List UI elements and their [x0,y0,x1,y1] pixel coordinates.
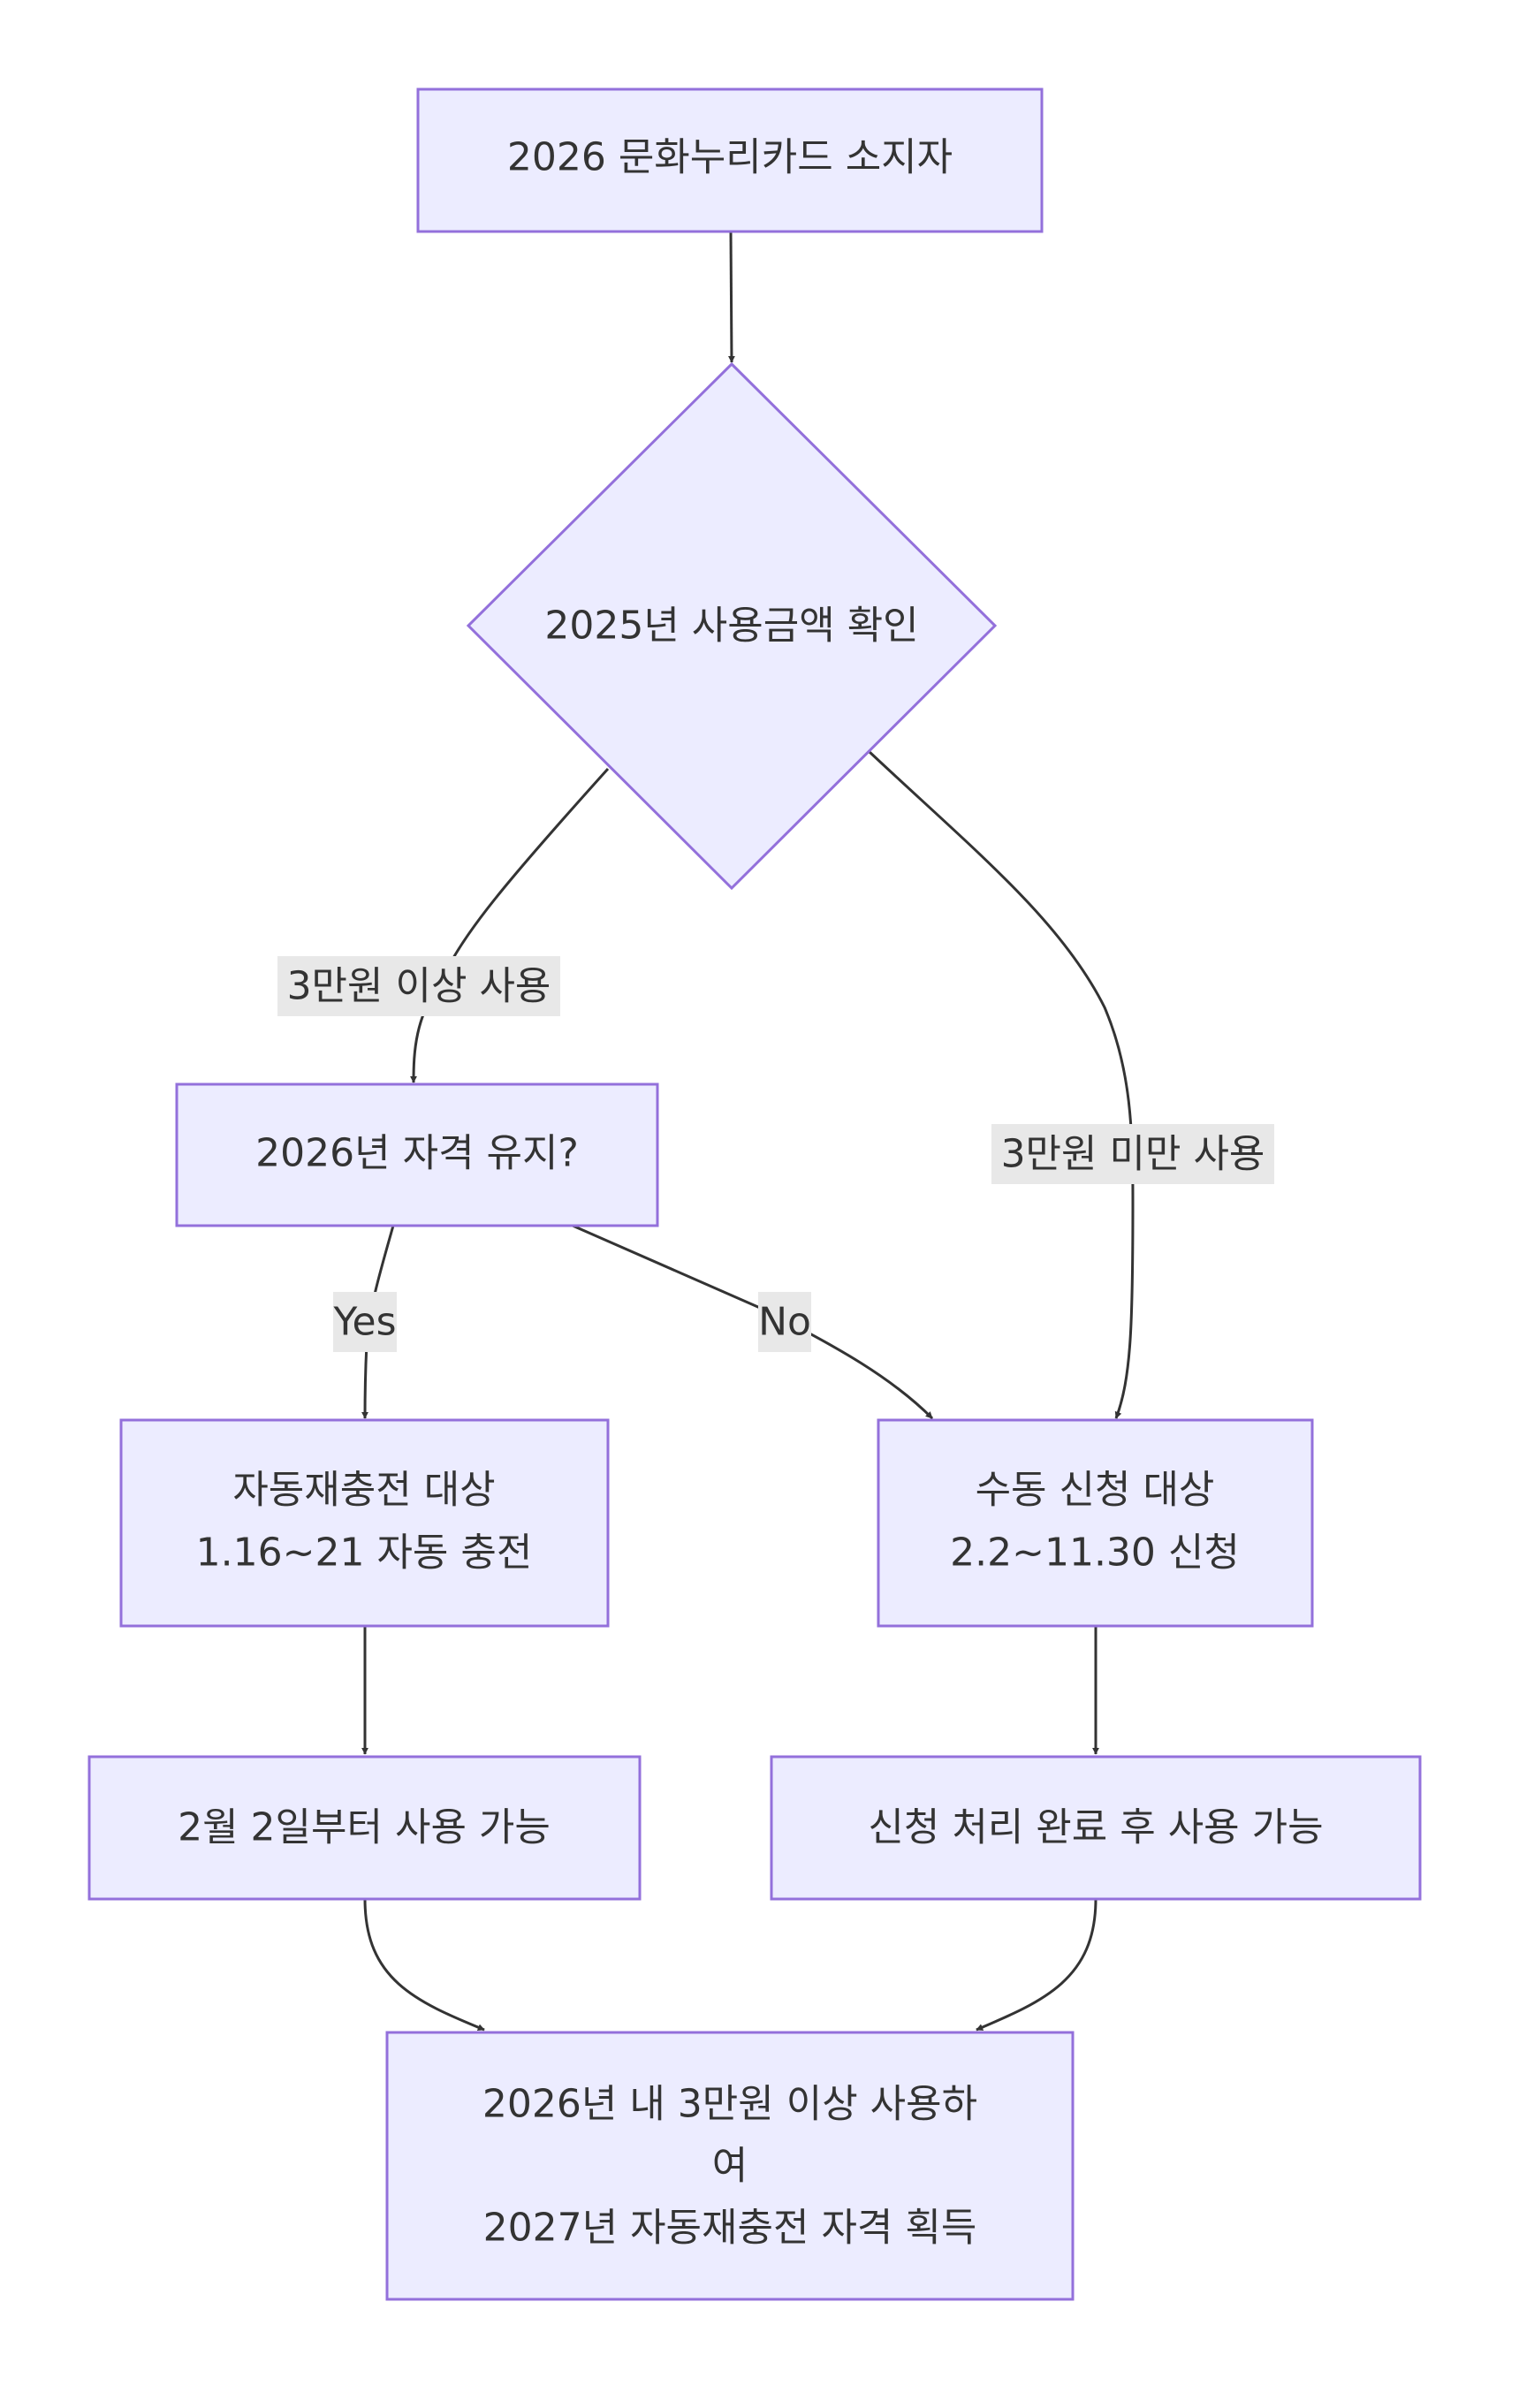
edge-label-yes: Yes [332,1292,397,1352]
nodes: 2026 문화누리카드 소지자 2025년 사용금액 확인 2026년 자격 유… [87,87,1422,2301]
edge-label-yes-text: Yes [332,1300,396,1345]
node-manual-line-1: 수동 신청 대상 [976,1468,1215,1513]
edge-manualuse-to-end [976,1898,1097,2032]
edge-autouse-to-end [363,1898,485,2032]
edge-label-over-30k: 3만원 이상 사용 [277,956,560,1016]
node-check-decision: 2025년 사용금액 확인 [466,361,998,891]
node-check-line-1: 2025년 사용금액 확인 [544,604,918,649]
node-manual-use: 신청 처리 완료 후 사용 가능 [770,1755,1422,1901]
edge-labels: 3만원 이상 사용 3만원 미만 사용 Yes No [277,956,1274,1352]
node-start-line-1: 2026 문화누리카드 소지자 [507,135,953,180]
edge-label-over-30k-text: 3만원 이상 사용 [287,964,551,1009]
node-manual-line-2: 2.2~11.30 신청 [950,1531,1240,1576]
node-end-line-1: 2026년 내 3만원 이상 사용하 [482,2082,977,2127]
node-retain-line-1: 2026년 자격 유지? [255,1131,579,1176]
node-retain: 2026년 자격 유지? [175,1082,659,1227]
node-start: 2026 문화누리카드 소지자 [416,87,1044,233]
node-end-line-2: 여 [712,2144,748,2189]
node-end: 2026년 내 3만원 이상 사용하 여 2027년 자동재충전 자격 획득 [385,2031,1075,2301]
node-manual-use-line-1: 신청 처리 완료 후 사용 가능 [868,1805,1323,1850]
edge-label-under-30k-text: 3만원 미만 사용 [1001,1132,1265,1177]
node-auto-recharge: 자동재충전 대상 1.16~21 자동 충전 [119,1418,610,1628]
edge-label-no-text: No [758,1300,811,1345]
edge-label-no: No [758,1292,811,1352]
node-manual-apply: 수동 신청 대상 2.2~11.30 신청 [877,1418,1314,1628]
node-auto-line-1: 자동재충전 대상 [232,1468,495,1513]
edge-label-under-30k: 3만원 미만 사용 [991,1124,1274,1184]
node-auto-line-2: 1.16~21 자동 충전 [196,1531,533,1576]
edge-retain-to-manual [572,1224,934,1420]
node-auto-use: 2월 2일부터 사용 가능 [87,1755,642,1901]
edge-check-to-manual [867,749,1135,1419]
node-end-line-3: 2027년 자동재충전 자격 획득 [483,2206,977,2251]
edge-start-to-check [727,231,735,363]
node-auto-use-line-1: 2월 2일부터 사용 가능 [178,1805,551,1850]
edge-check-to-retain [410,767,610,1083]
